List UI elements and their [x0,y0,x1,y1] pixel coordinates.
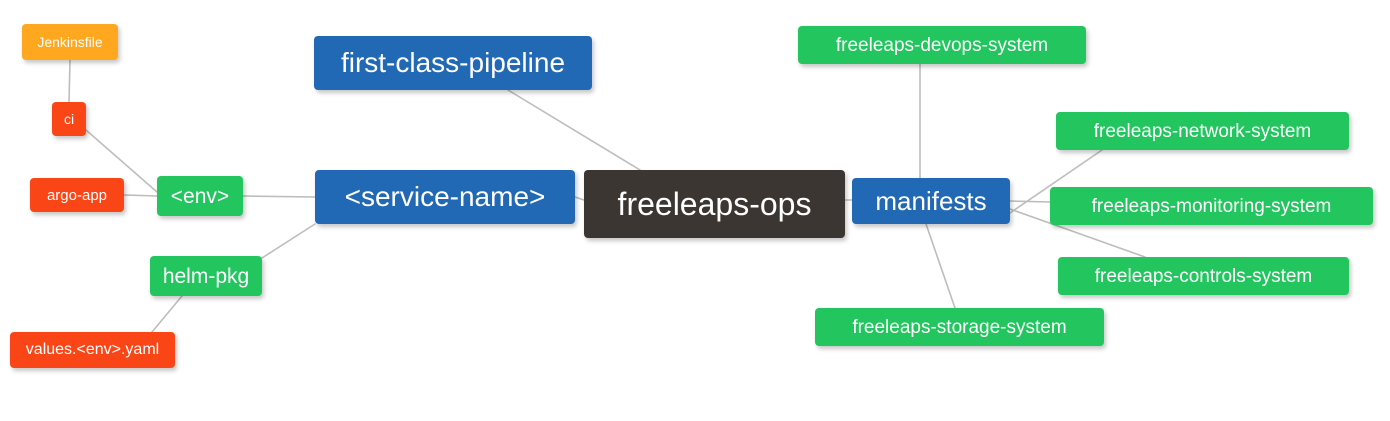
node-label-freeleaps-controls-system: freeleaps-controls-system [1094,265,1313,287]
node-label-freeleaps-monitoring-system: freeleaps-monitoring-system [1091,195,1332,217]
node-helm-pkg[interactable]: helm-pkg [150,256,262,296]
node-ci[interactable]: ci [52,102,86,136]
edge-manifests-to-freeleaps-monitoring-system [1009,200,1051,203]
node-freeleaps-ops[interactable]: freeleaps-ops [584,170,845,238]
node-label-values-yaml: values.<env>.yaml [25,341,160,358]
node-freeleaps-controls-system[interactable]: freeleaps-controls-system [1058,257,1349,295]
node-values-yaml[interactable]: values.<env>.yaml [10,332,175,368]
node-label-manifests: manifests [875,186,987,216]
node-label-argo-app: argo-app [46,186,108,204]
node-freeleaps-storage-system[interactable]: freeleaps-storage-system [815,308,1104,346]
node-first-class-pipeline[interactable]: first-class-pipeline [314,36,592,90]
node-env[interactable]: <env> [157,176,243,216]
node-jenkinsfile[interactable]: Jenkinsfile [22,24,118,60]
node-label-freeleaps-devops-system: freeleaps-devops-system [835,34,1049,56]
edge-values-yaml-to-helm-pkg [151,295,183,333]
edge-service-name-to-freeleaps-ops [574,196,585,201]
node-freeleaps-network-system[interactable]: freeleaps-network-system [1056,112,1349,150]
node-label-freeleaps-storage-system: freeleaps-storage-system [852,316,1067,338]
edge-helm-pkg-to-service-name [261,223,316,259]
node-label-freeleaps-network-system: freeleaps-network-system [1093,120,1312,142]
node-argo-app[interactable]: argo-app [30,178,124,212]
node-label-jenkinsfile: Jenkinsfile [37,34,103,50]
node-freeleaps-monitoring-system[interactable]: freeleaps-monitoring-system [1050,187,1373,225]
node-manifests[interactable]: manifests [852,178,1010,224]
node-freeleaps-devops-system[interactable]: freeleaps-devops-system [798,26,1086,64]
edge-first-class-pipeline-to-freeleaps-ops [507,89,641,171]
node-label-env: <env> [170,184,230,208]
node-label-service-name: <service-name> [344,181,546,212]
node-label-freeleaps-ops: freeleaps-ops [617,186,812,222]
edge-argo-app-to-env [123,194,158,197]
node-service-name[interactable]: <service-name> [315,170,575,224]
node-label-first-class-pipeline: first-class-pipeline [340,47,566,78]
node-label-helm-pkg: helm-pkg [162,264,250,288]
edge-manifests-to-freeleaps-storage-system [925,223,956,309]
edge-jenkinsfile-to-ci [68,59,71,103]
node-label-ci: ci [63,111,75,127]
edge-env-to-service-name [242,195,316,198]
